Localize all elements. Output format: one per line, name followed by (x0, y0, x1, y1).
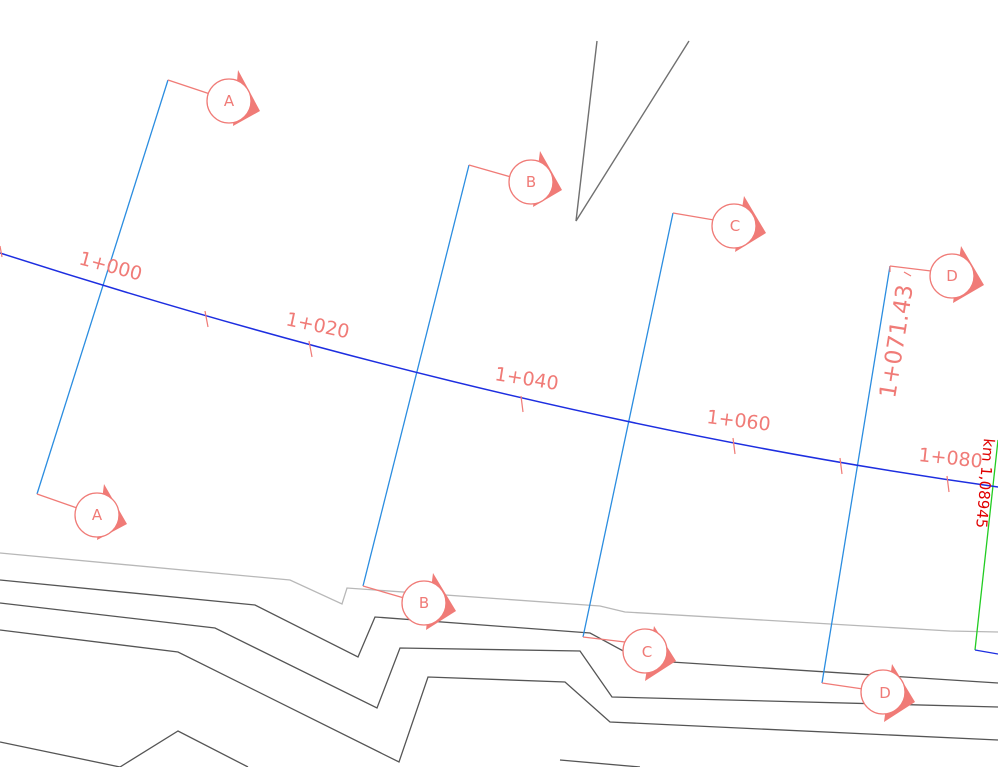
section-letter-c-bottom: C (642, 643, 652, 661)
chainage-label-1080: 1+080 (917, 444, 983, 473)
section-marker-b-bottom: B (362, 573, 456, 630)
section-line-b (362, 164, 470, 587)
section-line-d (821, 265, 891, 684)
north-arrow-wedge (575, 40, 690, 222)
chainage-label-1040: 1+040 (493, 363, 560, 395)
section-line-c (582, 212, 674, 638)
section-letter-d-top: D (946, 267, 958, 285)
contour-2 (0, 602, 998, 709)
contour-light (0, 552, 998, 633)
terrain-contours (0, 552, 998, 767)
tick-1 (204, 310, 209, 328)
chainage-labels: 1+000 1+020 1+040 1+060 1+080 1+071.43 (77, 248, 984, 473)
boundary-line (974, 439, 998, 651)
tick-2 (308, 340, 313, 358)
section-marker-d-bottom: D (821, 664, 915, 722)
section-marker-b-top: B (468, 151, 562, 207)
d-top-annotation-strokes (889, 266, 912, 277)
contour-3 (0, 629, 998, 763)
cross-section-lines (36, 79, 891, 684)
contour-6 (559, 759, 641, 767)
section-markers: A A B B C (36, 70, 984, 722)
section-marker-c-bottom: C (582, 626, 676, 681)
end-blue-stub (974, 649, 998, 655)
chainage-label-1060: 1+060 (705, 406, 771, 436)
contour-1 (0, 579, 998, 684)
tick-4 (732, 437, 736, 455)
station-ticks (0, 245, 950, 493)
tick-0 (0, 245, 3, 258)
chainage-label-1020: 1+020 (284, 308, 351, 343)
section-marker-c-top: C (672, 196, 766, 252)
section-marker-a-bottom: A (36, 484, 127, 540)
end-station-label: 1+071.43 (875, 283, 919, 400)
section-letter-b-bottom: B (419, 594, 429, 612)
tick-5 (839, 457, 843, 475)
contour-5 (119, 730, 249, 767)
section-letter-b-top: B (526, 173, 536, 191)
section-letter-a-top: A (224, 92, 235, 110)
section-marker-a-top: A (167, 70, 260, 126)
section-letter-c-top: C (730, 217, 740, 235)
alignment-line (0, 252, 998, 488)
tick-6 (946, 475, 950, 493)
section-line-a (36, 79, 169, 495)
section-letter-d-bottom: D (879, 684, 891, 702)
section-marker-d-top: D (889, 246, 984, 303)
tick-3 (520, 395, 524, 413)
section-letter-a-bottom: A (92, 506, 103, 524)
contour-4 (0, 741, 121, 767)
